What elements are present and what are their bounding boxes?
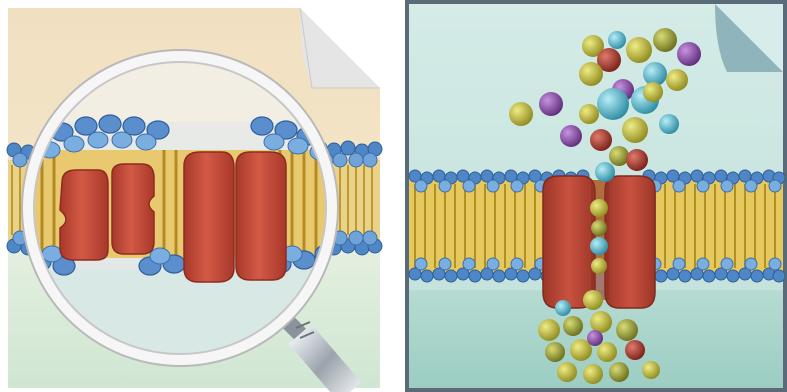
page-curl-icon — [300, 8, 380, 88]
channel-transport-panel — [405, 0, 787, 392]
channel-transport-illustration — [405, 0, 787, 392]
magnified-membrane-panel — [0, 0, 384, 392]
magnified-membrane-illustration — [0, 0, 384, 392]
page-curl-icon — [715, 4, 783, 72]
carrier-protein — [60, 164, 154, 260]
